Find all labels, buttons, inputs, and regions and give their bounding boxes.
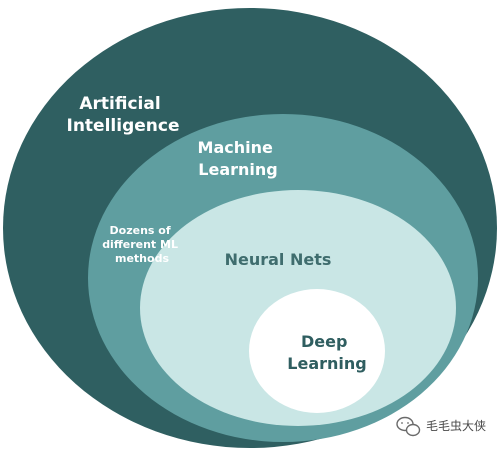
wechat-icon <box>396 416 421 437</box>
dl-label: Deep Learning <box>287 332 366 373</box>
ai-label-line-2: Intelligence <box>67 116 180 136</box>
dl-ellipse <box>249 289 385 413</box>
watermark-text: 毛毛虫大侠 <box>426 419 486 433</box>
ml-label-line-1: Machine <box>198 138 273 157</box>
dl-label-line-1: Deep <box>301 332 347 351</box>
watermark: 毛毛虫大侠 <box>396 416 486 437</box>
methods-label-line-3: methods <box>115 252 169 265</box>
ai-label-line-1: Artificial <box>79 94 160 114</box>
ml-label: Machine Learning <box>198 138 279 179</box>
nn-label: Neural Nets <box>225 250 332 269</box>
methods-label-line-2: different ML <box>102 238 178 251</box>
ml-label-line-2: Learning <box>198 160 277 179</box>
ai-label: Artificial Intelligence <box>67 94 180 136</box>
methods-label: Dozens of different ML methods <box>102 224 182 265</box>
methods-label-line-1: Dozens of <box>110 224 171 237</box>
dl-label-line-2: Learning <box>287 354 366 373</box>
